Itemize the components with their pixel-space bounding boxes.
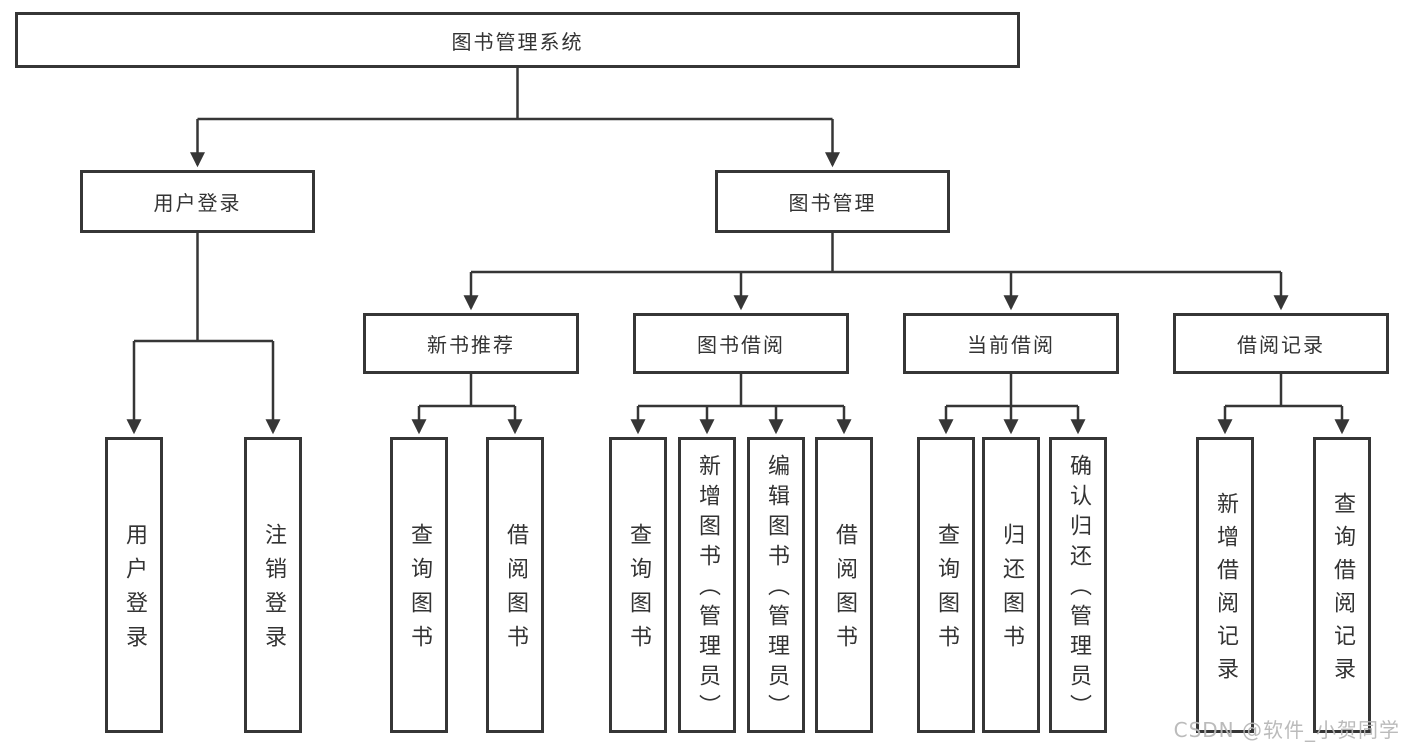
node-label: 借阅图书 [503,523,528,659]
leaf-return-books: 归还图书 [982,437,1040,733]
leaf-borrow-books-recommendation: 借阅图书 [486,437,544,733]
node-label: 用户登录 [153,191,242,215]
node-label: 查询图书 [407,523,432,659]
node-label: 查询借阅记录 [1330,491,1355,690]
leaf-add-books-admin: 新增图书（管理员） [678,437,736,733]
leaf-logout: 注销登录 [244,437,302,733]
leaf-borrow-books-borrowing: 借阅图书 [815,437,873,733]
node-book-borrowing: 图书借阅 [633,313,849,374]
node-borrowing-records: 借阅记录 [1173,313,1389,374]
node-label: 注销登录 [261,523,286,659]
node-book-management-system: 图书管理系统 [15,12,1020,68]
node-label: 查询图书 [626,523,651,659]
node-label: 确认归还（管理员） [1066,454,1091,724]
node-new-book-recommendation: 新书推荐 [363,313,579,374]
leaf-query-books-recommendation: 查询图书 [390,437,448,733]
leaf-add-borrow-record: 新增借阅记录 [1196,437,1254,733]
node-label: 新增借阅记录 [1213,491,1238,690]
node-user-login: 用户登录 [80,170,315,233]
node-label: 查询图书 [934,523,959,659]
node-label: 借阅记录 [1237,333,1325,357]
watermark: CSDN @软件_小贺同学 [1173,718,1400,742]
leaf-user-login: 用户登录 [105,437,163,733]
leaf-edit-books-admin: 编辑图书（管理员） [747,437,805,733]
node-book-management: 图书管理 [715,170,950,233]
node-label: 用户登录 [122,523,147,659]
leaf-confirm-return-admin: 确认归还（管理员） [1049,437,1107,733]
node-label: 归还图书 [999,523,1024,659]
node-label: 图书管理 [788,191,877,215]
leaf-query-books-borrowing: 查询图书 [609,437,667,733]
node-label: 借阅图书 [832,523,857,659]
node-current-borrowing: 当前借阅 [903,313,1119,374]
node-label: 新增图书（管理员） [695,454,720,724]
node-label: 图书管理系统 [451,29,584,54]
node-label: 编辑图书（管理员） [764,454,789,724]
leaf-query-books-current: 查询图书 [917,437,975,733]
node-label: 图书借阅 [697,333,785,357]
node-label: 新书推荐 [427,333,515,357]
node-label: 当前借阅 [967,333,1055,357]
leaf-query-borrow-record: 查询借阅记录 [1313,437,1371,733]
